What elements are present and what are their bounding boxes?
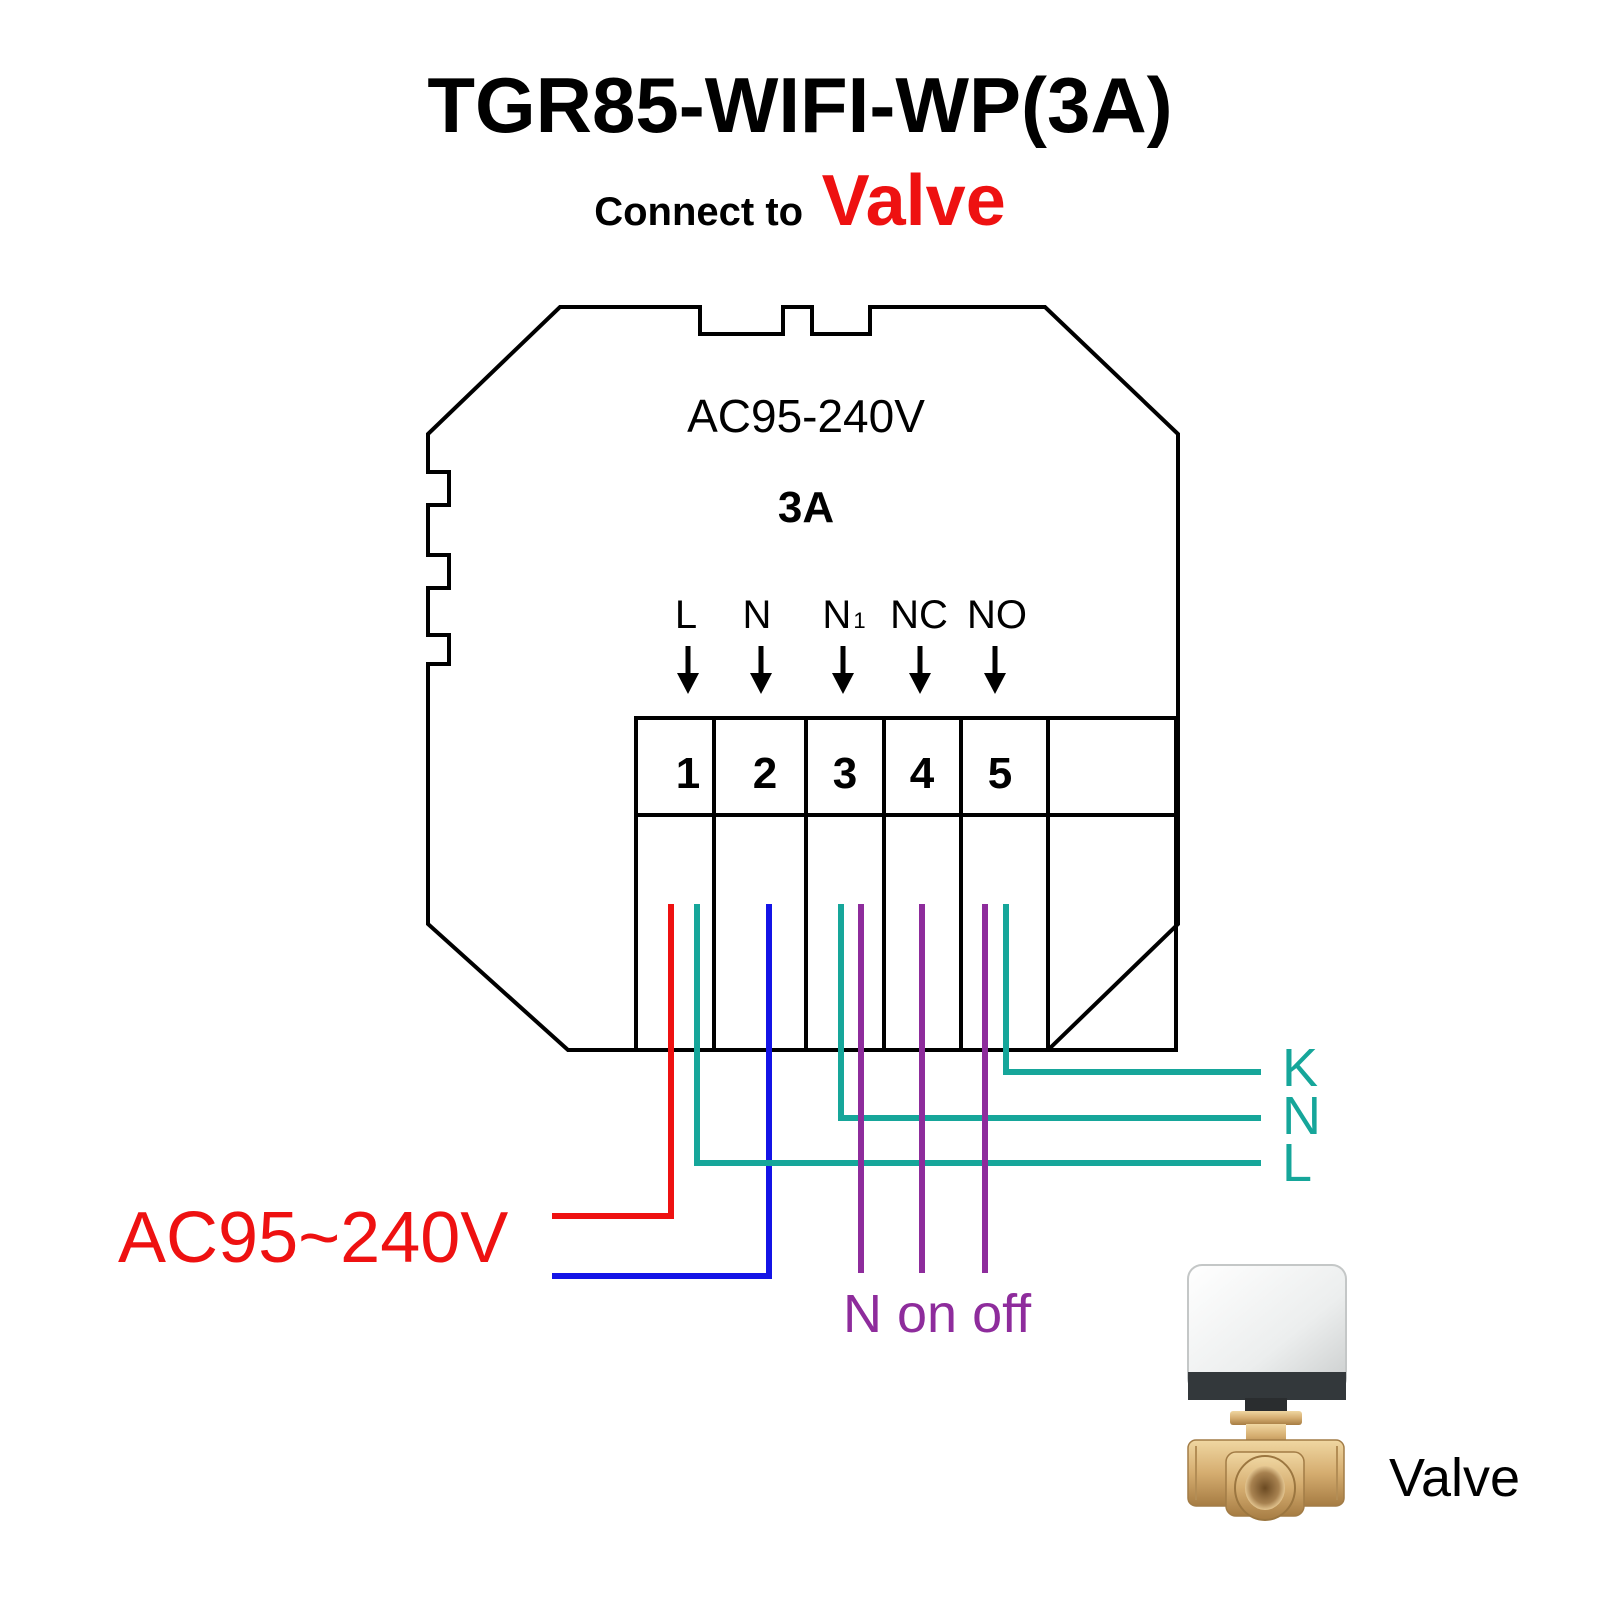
live-supply-wire <box>552 904 674 1219</box>
diagram-title: TGR85-WIFI-WP(3A) <box>427 61 1172 149</box>
arrow-down-icon <box>750 646 772 694</box>
diagram-subtitle: Connect to Valve <box>594 161 1006 241</box>
terminal-number-3: 3 <box>833 749 857 798</box>
valve-input-n: N <box>1282 1086 1321 1146</box>
arrow-down-icon <box>984 646 1006 694</box>
terminal-number-2: 2 <box>753 749 777 798</box>
terminal-label-5: NO <box>967 593 1027 637</box>
voltage-spec: AC95-240V <box>687 390 925 442</box>
terminal-label-3-main: N <box>822 593 851 637</box>
terminal-label-3-subscript: 1 <box>853 608 865 633</box>
terminal-block <box>634 716 1178 1052</box>
valve-caption: Valve <box>1389 1448 1520 1508</box>
terminal-number-1: 1 <box>676 749 700 798</box>
valve-input-l: L <box>1282 1133 1312 1193</box>
arrow-down-icon <box>677 646 699 694</box>
valve-input-labels: K N L <box>1282 1038 1321 1193</box>
terminal-number-4: 4 <box>910 749 935 798</box>
arrow-down-icon <box>832 646 854 694</box>
current-rating: 3A <box>778 483 834 532</box>
terminal-numbers: 1 2 3 4 5 <box>676 749 1012 798</box>
terminal-arrows <box>677 646 1006 694</box>
terminal-labels: L N N1 NC NO <box>675 593 1027 637</box>
subtitle-highlight: Valve <box>822 161 1006 241</box>
supply-voltage-label: AC95~240V <box>118 1198 508 1278</box>
valve-n-wire <box>838 904 1261 1121</box>
valve-k-wire <box>1003 904 1261 1075</box>
valve-l-wire <box>694 904 1261 1166</box>
terminal-label-2: N <box>743 593 772 637</box>
terminal-number-5: 5 <box>988 749 1012 798</box>
neutral-supply-wire <box>552 904 772 1279</box>
subtitle-prefix: Connect to <box>594 190 803 234</box>
terminal-label-4: NC <box>890 593 948 637</box>
valve-input-k: K <box>1282 1038 1318 1098</box>
arrow-down-icon <box>909 646 931 694</box>
motor-wires-label: N on off <box>843 1284 1032 1344</box>
wires <box>552 904 1261 1279</box>
thermostat-body-outline <box>426 305 1180 1052</box>
terminal-label-3: N1 <box>822 593 865 637</box>
terminal-label-1: L <box>675 593 697 637</box>
motorized-valve-image <box>1187 1264 1347 1521</box>
